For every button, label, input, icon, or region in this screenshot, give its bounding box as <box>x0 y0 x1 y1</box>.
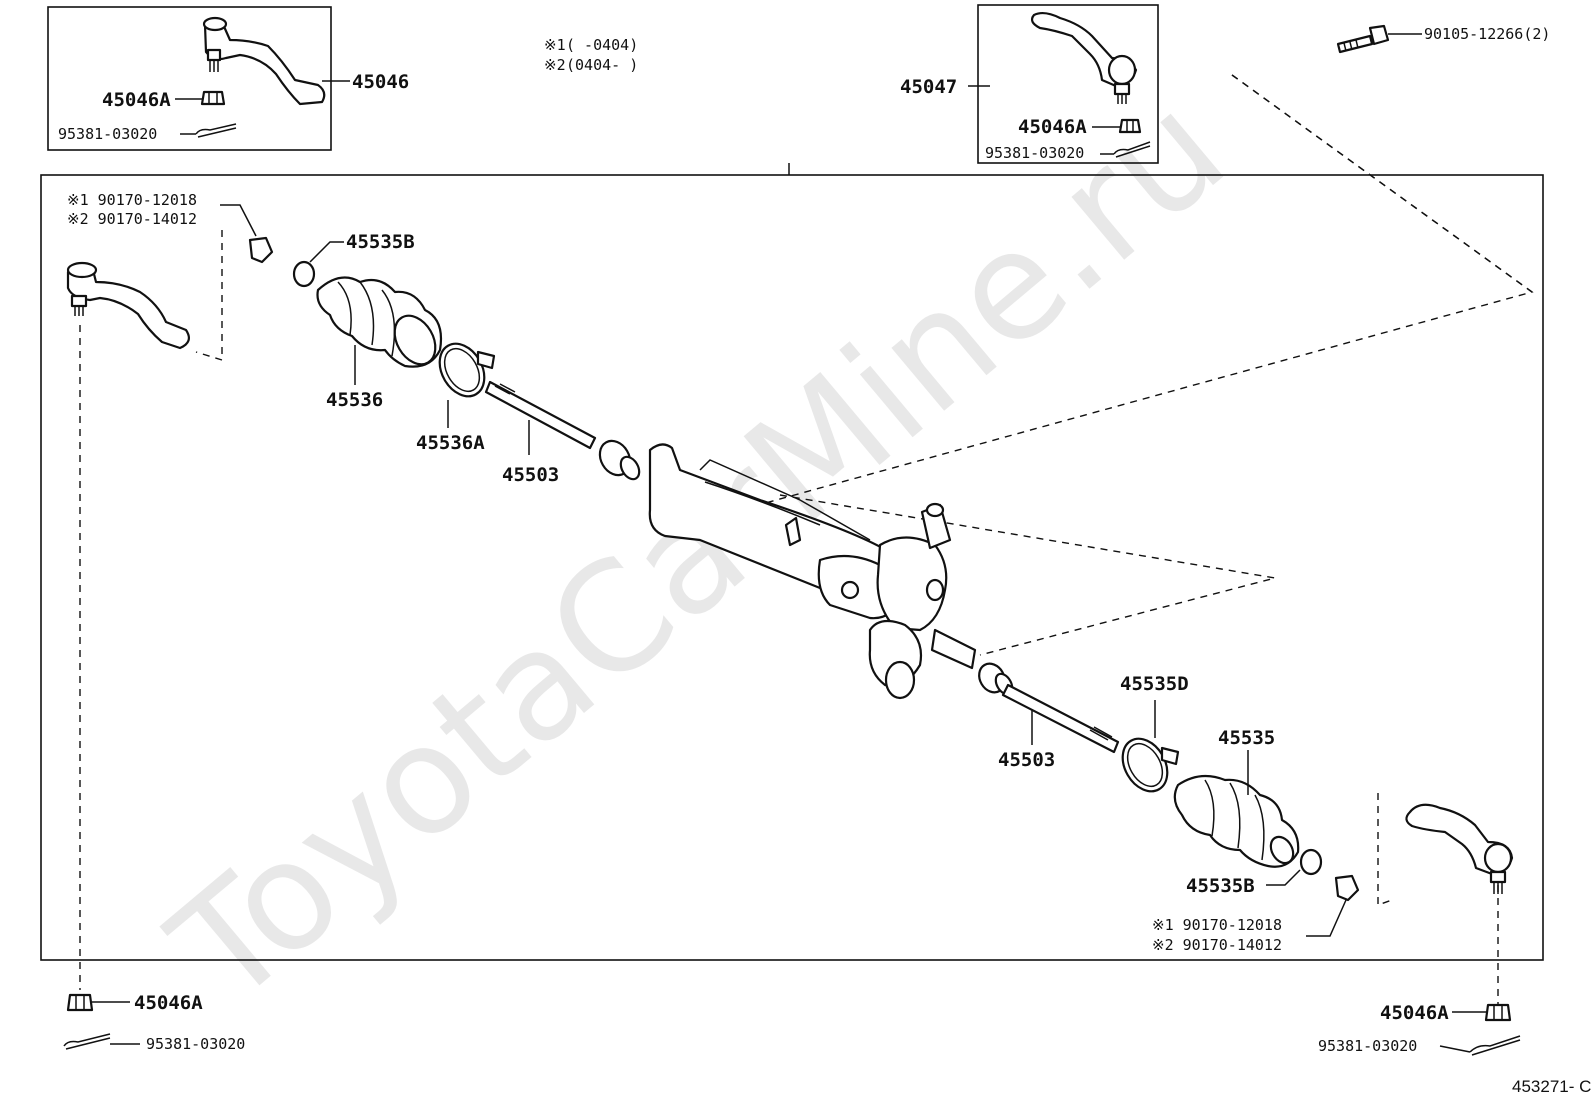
left-inner-tie-rod: 45503 <box>484 380 641 486</box>
right-outer-tie-rod-end <box>1405 803 1514 894</box>
label-upper-nut-1: ※1 90170-12018 <box>67 191 197 209</box>
note-1-mark: ※1 <box>544 36 566 54</box>
year-notes: ※1 ( -0404) ※2 (0404- ) <box>544 36 638 74</box>
hex-nut-icon <box>1334 874 1360 902</box>
label-45046A-bottom-left: 45046A <box>134 992 203 1014</box>
note-2-mark: ※2 <box>544 56 566 74</box>
label-45046A-bottom-right: 45046A <box>1380 1002 1449 1024</box>
label-95381-inset-left: 95381-03020 <box>58 125 157 143</box>
assembly-44200 <box>40 163 1544 961</box>
boot-clip-upper: 45535B <box>292 231 415 288</box>
bottom-left-hardware: 45046A 95381-03020 <box>63 992 245 1053</box>
note-1-text: ( -0404) <box>566 36 638 54</box>
mounting-dashed-lines <box>79 74 1534 1005</box>
label-45535B-upper: 45535B <box>346 231 415 253</box>
inset-right-tie-rod-end: 45047 45046A 95381-03020 <box>900 4 1159 164</box>
left-bellows-boot: 45536 <box>316 276 443 411</box>
right-inner-tie-rod: 45503 <box>978 662 1120 771</box>
castle-nut-icon <box>1484 1003 1512 1022</box>
mounting-bolt: 90105-12266(2) <box>1336 24 1550 54</box>
cotter-pin-icon <box>195 123 237 138</box>
label-lower-nut-1: ※1 90170-12018 <box>1152 916 1282 934</box>
label-lower-nut-2: ※2 90170-14012 <box>1152 936 1282 954</box>
bottom-right-hardware: 45046A 95381-03020 <box>1318 1002 1521 1056</box>
label-45046A-inset-left: 45046A <box>102 89 171 111</box>
hex-nut-icon <box>248 236 274 264</box>
cotter-pin-icon <box>1113 141 1151 158</box>
bolt-icon <box>1336 24 1390 54</box>
left-boot-band: 45536A <box>416 342 496 454</box>
label-90105: 90105-12266(2) <box>1424 25 1550 43</box>
left-outer-tie-rod-end <box>66 261 190 350</box>
label-45535: 45535 <box>1218 727 1275 749</box>
watermark: ToyotaCarMine.ru <box>141 62 1257 1038</box>
label-45503-right: 45503 <box>998 749 1055 771</box>
label-95381-inset-right: 95381-03020 <box>985 144 1084 162</box>
label-45536: 45536 <box>326 389 383 411</box>
tie-rod-end-left-icon <box>202 16 326 106</box>
cotter-pin-icon <box>1469 1035 1521 1056</box>
label-95381-bottom-left: 95381-03020 <box>146 1035 245 1053</box>
label-45046A-inset-right: 45046A <box>1018 116 1087 138</box>
right-boot-band: 45535D <box>1120 673 1189 793</box>
label-45535D: 45535D <box>1120 673 1189 695</box>
castle-nut-icon <box>200 90 226 106</box>
boot-clip-lower: 45535B <box>1186 848 1323 897</box>
tie-rod-end-right-icon <box>1030 11 1138 104</box>
cotter-pin-icon <box>63 1033 111 1050</box>
label-45536A: 45536A <box>416 432 485 454</box>
label-45047: 45047 <box>900 76 957 98</box>
right-bellows-boot: 45535 <box>1173 727 1300 868</box>
inset-left-tie-rod-end: 45046 45046A 95381-03020 <box>47 6 409 151</box>
upper-nut-callout: ※1 90170-12018 ※2 90170-14012 <box>67 191 274 264</box>
label-45046: 45046 <box>352 71 409 93</box>
note-2-text: (0404- ) <box>566 56 638 74</box>
castle-nut-icon <box>66 993 94 1012</box>
figure-code: 453271- C <box>1512 1077 1591 1096</box>
label-95381-bottom-right: 95381-03020 <box>1318 1037 1417 1055</box>
castle-nut-icon <box>1118 118 1142 134</box>
rack-housing <box>648 443 977 700</box>
label-45535B-lower: 45535B <box>1186 875 1255 897</box>
label-45503-left: 45503 <box>502 464 559 486</box>
watermark-text: ToyotaCarMine.ru <box>141 62 1257 1038</box>
lower-nut-callout: ※1 90170-12018 ※2 90170-14012 <box>1152 874 1360 954</box>
label-upper-nut-2: ※2 90170-14012 <box>67 210 197 228</box>
